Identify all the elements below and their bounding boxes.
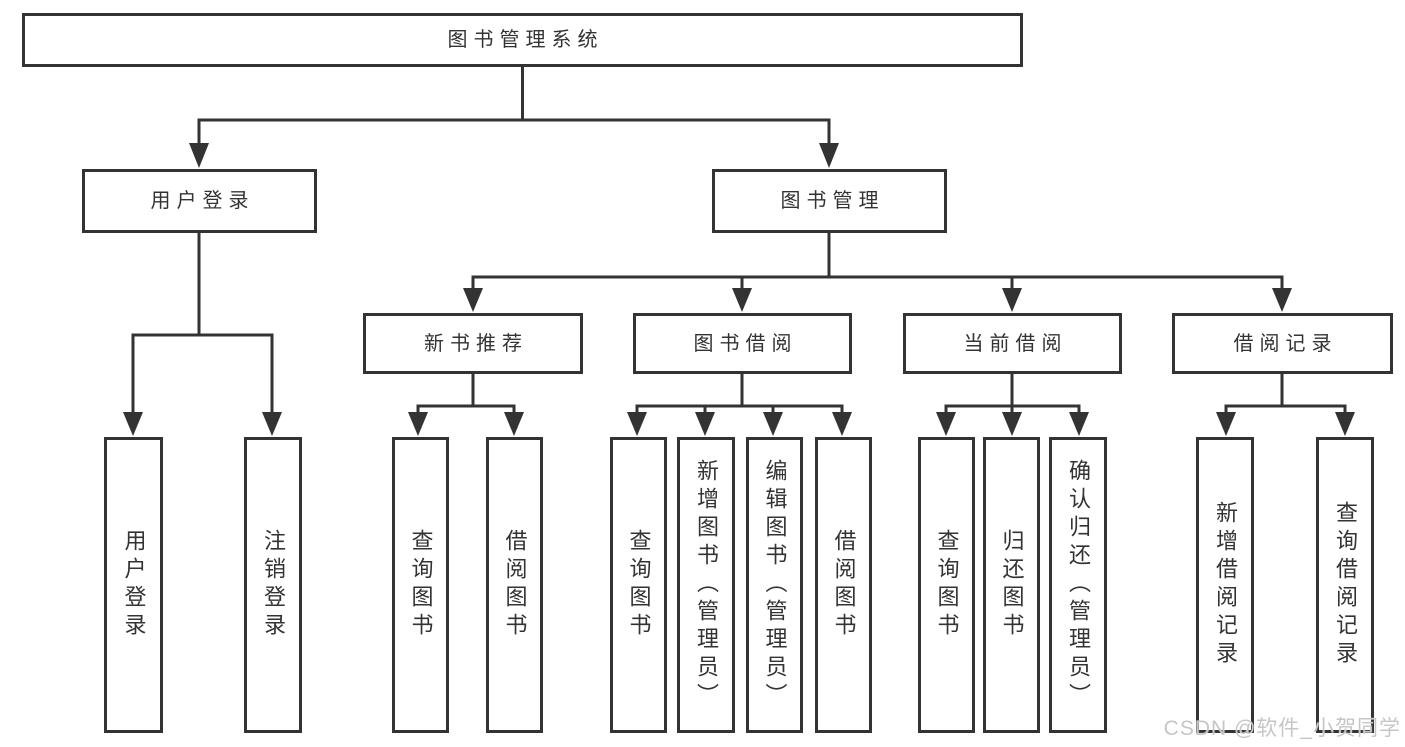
leaf-borrow-book-1: 借阅图书	[486, 437, 543, 733]
leaf-user-login-label: 用户登录	[121, 529, 147, 641]
leaf-logout-label: 注销登录	[261, 529, 286, 641]
leaf-borrow-book-1-label: 借阅图书	[502, 529, 528, 641]
leaf-user-login: 用户登录	[104, 437, 163, 733]
leaf-borrow-book-2-label: 借阅图书	[831, 529, 857, 641]
node-root: 图书管理系统	[22, 13, 1023, 67]
leaf-query-book-2: 查询图书	[610, 437, 667, 733]
node-current-borrow: 当前借阅	[903, 313, 1122, 374]
node-book-borrow: 图书借阅	[633, 313, 852, 374]
leaf-confirm-return-admin: 确认归还（管理员）	[1049, 437, 1107, 733]
node-user-login-label: 用户登录	[150, 190, 255, 212]
leaf-borrow-book-2: 借阅图书	[815, 437, 872, 733]
leaf-query-book-1: 查询图书	[392, 437, 449, 733]
leaf-query-book-3-label: 查询图书	[934, 529, 960, 641]
leaf-query-book-3: 查询图书	[918, 437, 975, 733]
leaf-add-book-admin-label: 新增图书（管理员）	[694, 459, 719, 711]
csdn-watermark: CSDN @软件_小贺同学	[1163, 717, 1401, 740]
node-current-borrow-label: 当前借阅	[963, 332, 1068, 355]
leaf-edit-book-admin: 编辑图书（管理员）	[746, 437, 803, 733]
leaf-add-borrow-record: 新增借阅记录	[1196, 437, 1254, 733]
leaf-query-borrow-record: 查询借阅记录	[1316, 437, 1374, 733]
leaf-query-borrow-record-label: 查询借阅记录	[1333, 501, 1358, 669]
leaf-add-borrow-record-label: 新增借阅记录	[1213, 501, 1238, 669]
leaf-edit-book-admin-label: 编辑图书（管理员）	[762, 459, 788, 711]
node-root-label: 图书管理系统	[447, 29, 604, 51]
node-book-management: 图书管理	[712, 169, 947, 233]
leaf-query-book-2-label: 查询图书	[626, 529, 652, 641]
leaf-add-book-admin: 新增图书（管理员）	[677, 437, 735, 733]
leaf-confirm-return-admin-label: 确认归还（管理员）	[1066, 459, 1091, 711]
leaf-logout: 注销登录	[244, 437, 302, 733]
leaf-return-book: 归还图书	[983, 437, 1040, 733]
node-book-borrow-label: 图书借阅	[693, 332, 798, 355]
node-borrow-record: 借阅记录	[1172, 313, 1393, 374]
node-borrow-record-label: 借阅记录	[1233, 332, 1338, 355]
node-new-book-recommend: 新书推荐	[363, 313, 583, 374]
node-user-login: 用户登录	[82, 169, 317, 233]
leaf-query-book-1-label: 查询图书	[408, 529, 434, 641]
node-new-book-recommend-label: 新书推荐	[424, 332, 528, 355]
node-book-management-label: 图书管理	[780, 190, 885, 212]
leaf-return-book-label: 归还图书	[999, 529, 1025, 641]
